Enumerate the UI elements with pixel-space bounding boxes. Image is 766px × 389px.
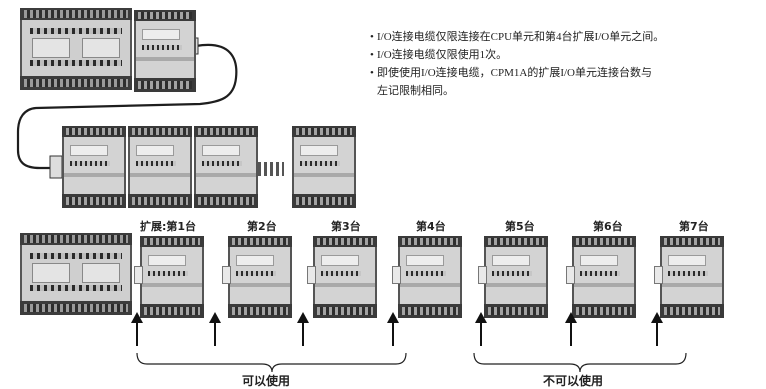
up-arrow-icon [475,312,487,346]
usable-range-label: 可以使用 [242,374,291,388]
expansion-io-unit-icon [478,236,548,318]
expansion-io-unit-icon [392,236,462,318]
unit-label-5: 第5台 [505,220,535,233]
unit-label-4: 第4台 [416,220,446,233]
up-arrow-icon [297,312,309,346]
expansion-io-unit-icon [222,236,292,318]
unit-label-6: 第6台 [593,220,623,233]
continuation-dots [258,162,284,176]
expansion-io-unit-icon [62,126,126,208]
note-2: •I/O连接电缆仅限使用1次。 [370,49,508,61]
unit-label-2: 第2台 [247,220,277,233]
notes-block: •I/O连接电缆仅限连接在CPU单元和第4台扩展I/O单元之间。 •I/O连接电… [370,28,762,100]
not-usable-range-label: 不可以使用 [543,374,604,388]
note-3: •即使使用I/O连接电缆，CPM1A的扩展I/O单元连接台数与 [370,67,653,79]
plc-cpu-unit-icon [20,233,132,315]
expansion-io-unit-icon [566,236,636,318]
up-arrow-icon [131,312,143,346]
up-arrow-icon [387,312,399,346]
expansion-io-unit-icon [134,10,196,92]
up-arrow-icon [651,312,663,346]
note-1: •I/O连接电缆仅限连接在CPU单元和第4台扩展I/O单元之间。 [370,31,665,43]
up-arrow-icon [565,312,577,346]
unit-label-3: 第3台 [331,220,361,233]
unit-label-1: 扩展:第1台 [140,220,197,233]
up-arrow-icon [209,312,221,346]
expansion-io-unit-icon [307,236,377,318]
expansion-io-unit-icon [292,126,356,208]
unit-label-7: 第7台 [679,220,709,233]
expansion-io-unit-icon [128,126,192,208]
expansion-io-unit-icon [654,236,724,318]
plc-cpu-unit-icon [20,8,132,90]
expansion-io-unit-icon [194,126,258,208]
expansion-io-unit-icon [134,236,204,318]
note-3-continued: 左记限制相同。 [377,85,454,97]
